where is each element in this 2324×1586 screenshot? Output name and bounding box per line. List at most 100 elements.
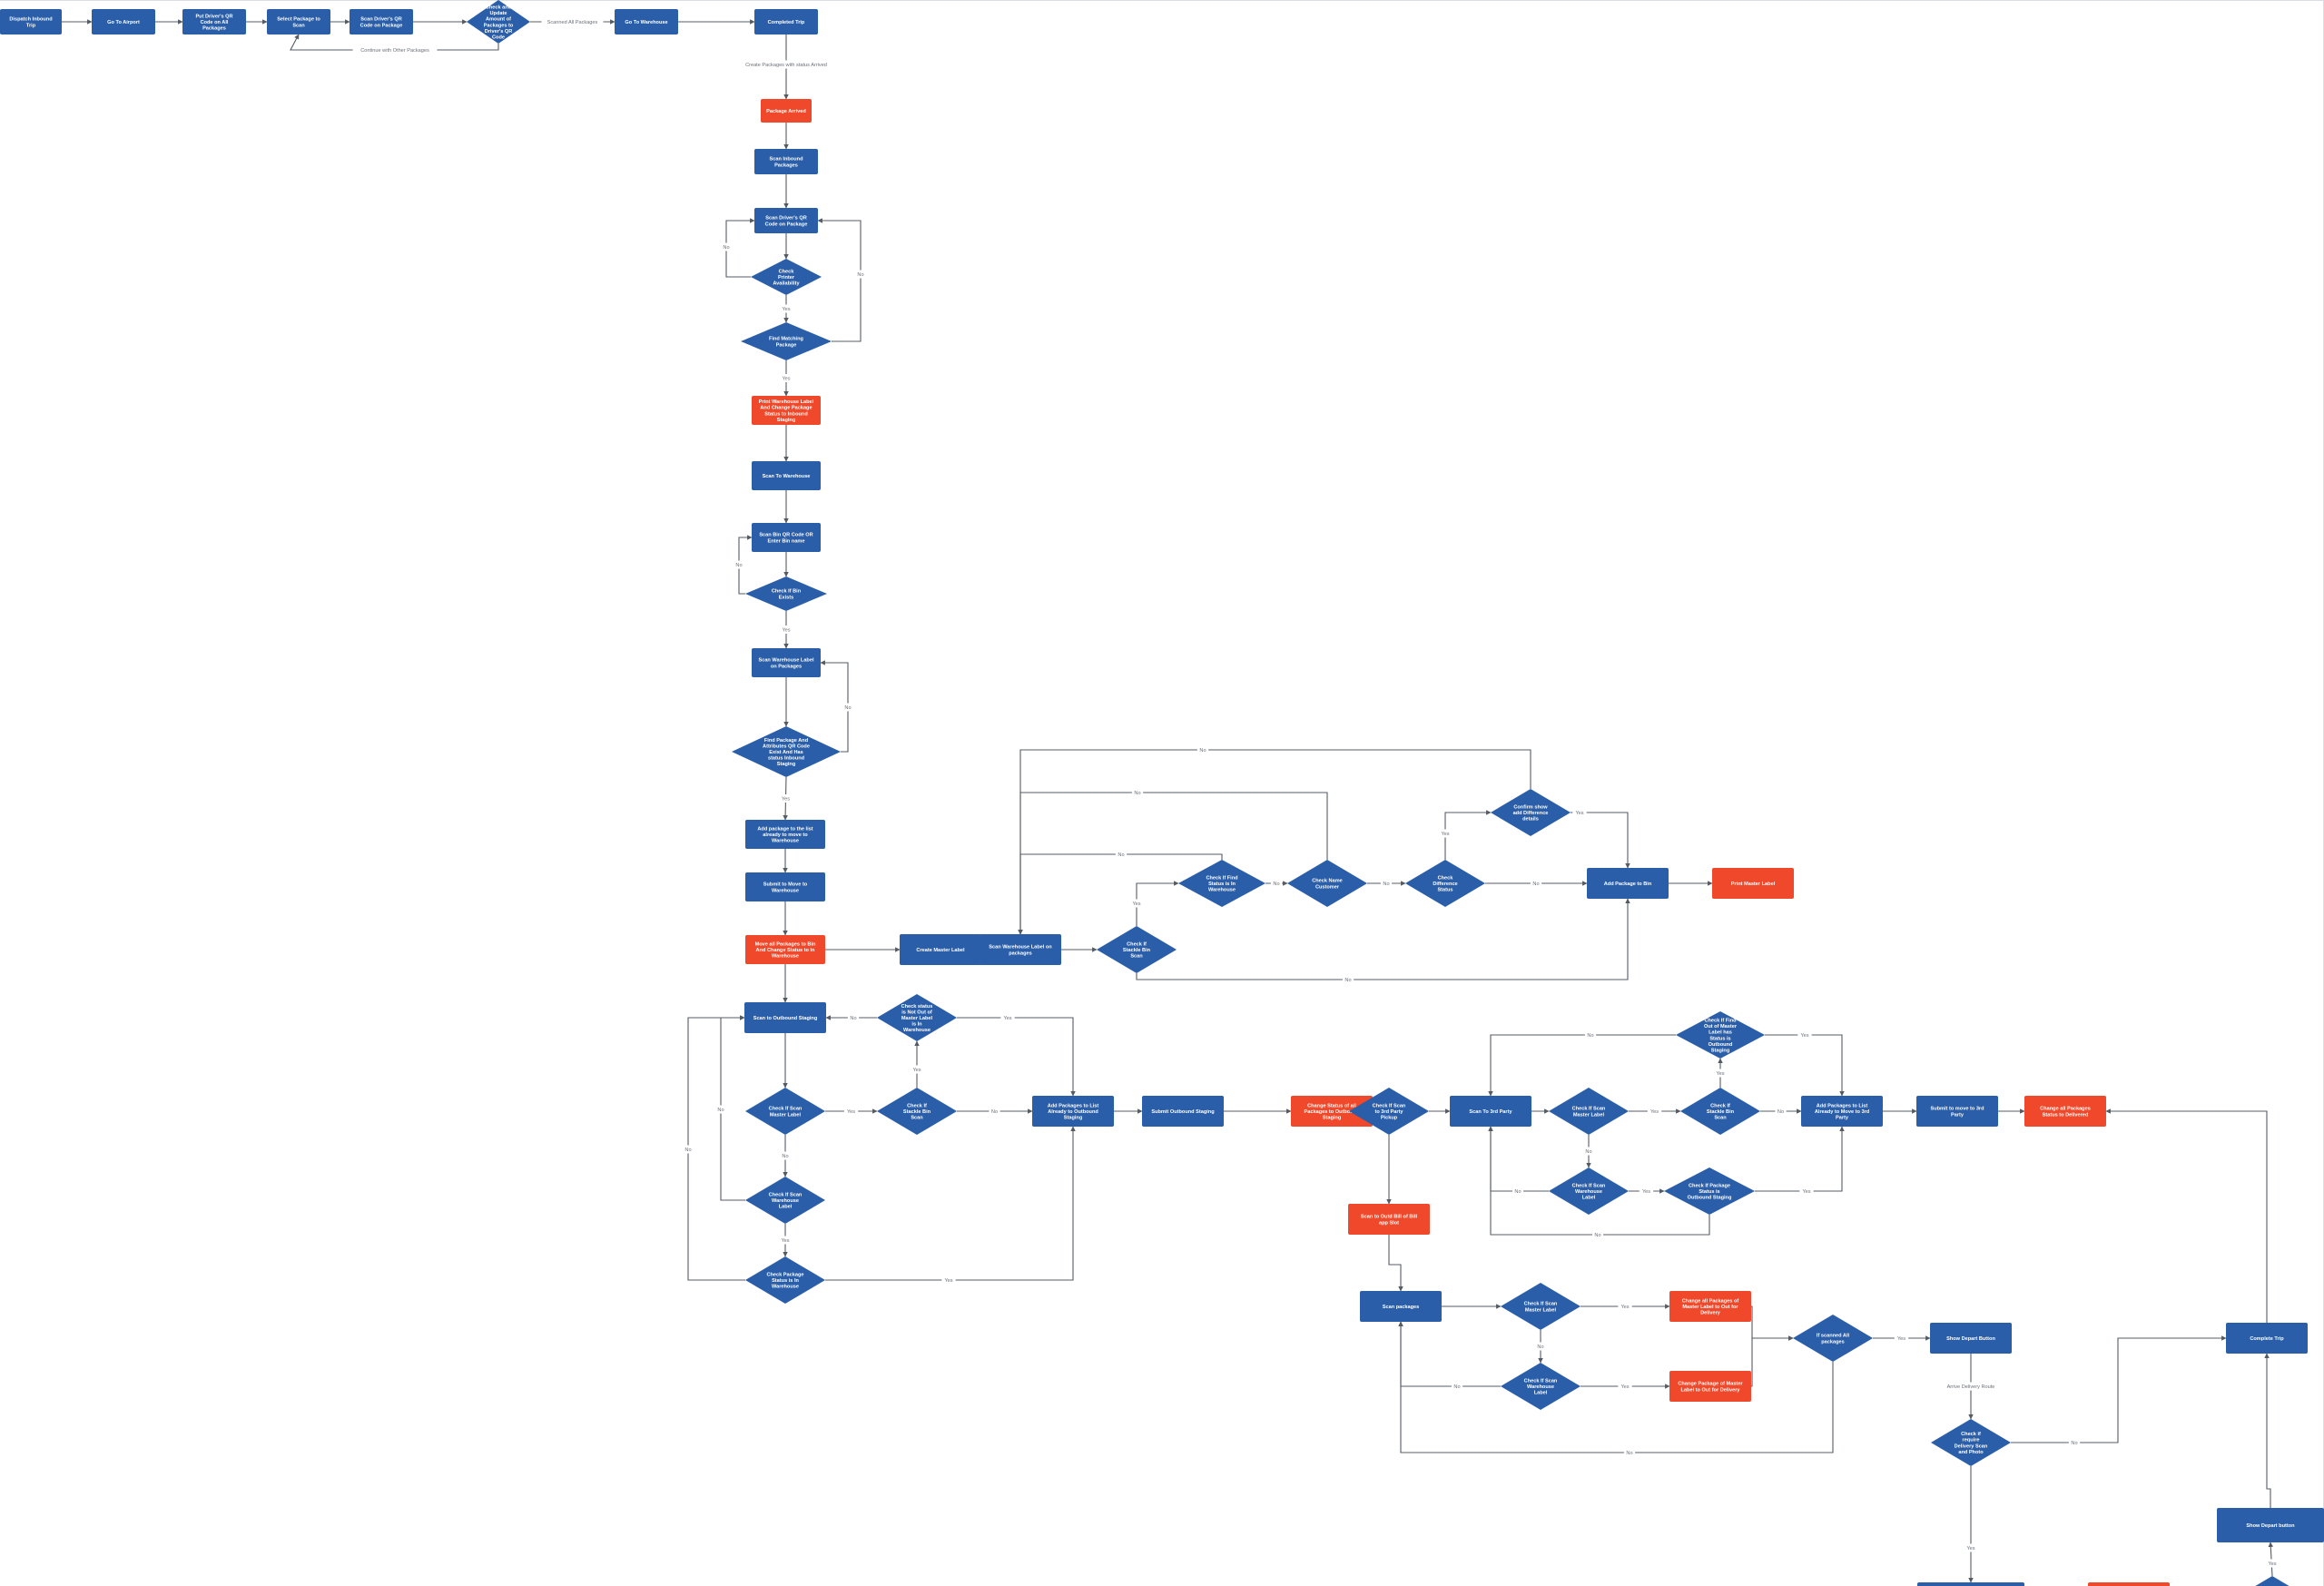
node-label-line: Stackle Bin (903, 1109, 931, 1115)
node-label-line: Stackle Bin (1123, 948, 1151, 953)
edge-n25-n30 (1136, 898, 1630, 980)
node-n7[interactable]: Go To Warehouse (615, 9, 678, 34)
edge-label-background (779, 374, 793, 382)
node-label-line: Check If Scan (1572, 1107, 1606, 1112)
edge-label-background (779, 1151, 792, 1160)
edge-label-yes: Yes (1132, 901, 1140, 907)
node-label-line: Trip (26, 23, 36, 28)
node-label: Add Package to Bin (1604, 882, 1652, 887)
node-label-line: Staging (1064, 1116, 1083, 1121)
node-n42[interactable]: Scan To 3rd Party (1450, 1096, 1531, 1127)
decision-diamond (2255, 1576, 2290, 1586)
edge-label-background (1591, 1230, 1604, 1239)
node-n8[interactable]: Completed Trip (754, 9, 818, 34)
node-n58[interactable]: Show Depart Button (1930, 1323, 2012, 1354)
node-n37[interactable]: Submit Outbound Staging (1142, 1096, 1224, 1127)
decision-diamond (1664, 1167, 1755, 1215)
node-n15[interactable]: Scan To Warehouse (752, 461, 821, 490)
node-n9[interactable]: Package Arrived (761, 99, 812, 123)
edge-label-no: No (1199, 748, 1206, 754)
node-n32[interactable]: Scan to Outbound Staging (744, 1002, 826, 1033)
node-label-line: Already to Move to 3rd (1815, 1109, 1870, 1115)
node-label-line: Status to Delivered (2043, 1112, 2089, 1118)
node-n52[interactable]: Scan packages (1360, 1291, 1442, 1322)
node-n31[interactable]: Print Master Label (1712, 868, 1794, 899)
node-n60[interactable]: Complete Trip (2226, 1323, 2308, 1354)
node-n2[interactable]: Go To Airport (92, 9, 155, 34)
node-n62[interactable]: Take and upload back sea photoPhoto Requ… (1917, 1582, 2024, 1586)
process-box (745, 820, 825, 849)
node-n30[interactable]: Add Package to Bin (1587, 868, 1669, 899)
decision-diamond (745, 1088, 825, 1135)
node-n64[interactable]: Check ifuploaded andscanned allpackages (2232, 1576, 2312, 1586)
node-n63[interactable]: Update Out of the truckdate for Packages (2088, 1582, 2170, 1586)
node-label-line: Customer (1315, 884, 1340, 890)
node-label-line: Difference (1433, 882, 1457, 887)
process-box (900, 934, 981, 965)
edge-label-background (854, 270, 867, 279)
node-n23[interactable]: Create Master Label (900, 934, 981, 965)
edge-label-no: No (850, 1016, 856, 1021)
node-label-line: Scan packages (1383, 1305, 1419, 1310)
node-label-line: Scan (911, 1116, 923, 1121)
edge-label-no: No (1626, 1451, 1632, 1456)
edge-label-background (734, 60, 839, 69)
node-n61[interactable]: Show Depart button (2217, 1508, 2324, 1542)
edge-label-background (1618, 1302, 1632, 1311)
node-label-line: And Change Status to In (756, 948, 816, 953)
